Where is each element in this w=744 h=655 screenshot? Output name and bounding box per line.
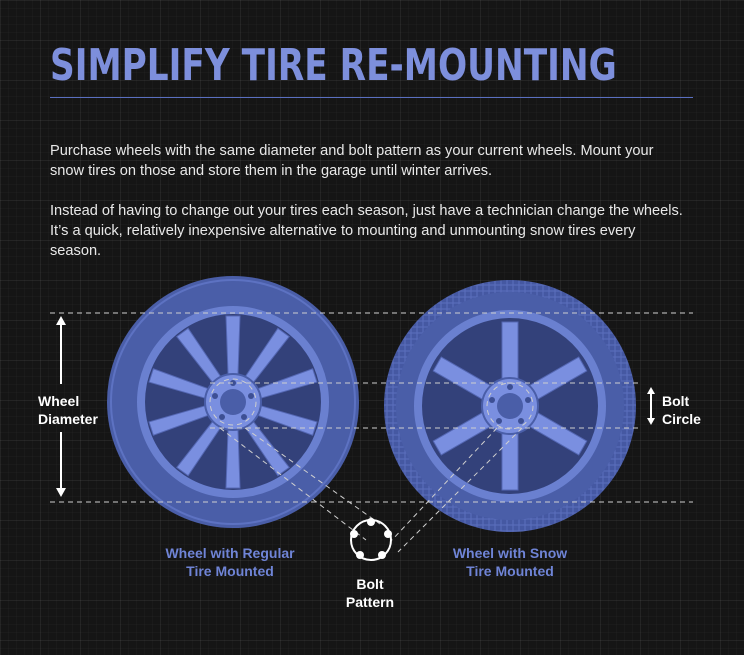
detail-paragraph: Instead of having to change out your tir… xyxy=(50,203,683,259)
page-title: SIMPLIFY TIRE RE-MOUNTING xyxy=(50,40,617,91)
title-divider xyxy=(50,97,693,98)
diameter-arrow-icon xyxy=(56,316,66,497)
snow-wheel-caption: Wheel with Snow Tire Mounted xyxy=(452,545,568,579)
bolt-circle-label: Bolt Circle xyxy=(662,393,701,427)
guide-lines xyxy=(50,312,693,553)
regular-tire-wheel xyxy=(107,276,359,528)
bolt-circle-arrow-icon xyxy=(647,387,655,425)
wheel-diameter-label: Wheel Diameter xyxy=(38,393,98,427)
snow-tire-wheel xyxy=(384,280,636,532)
bolt-pattern-label: Bolt Pattern xyxy=(345,576,395,610)
intro-paragraph: Purchase wheels with the same diameter a… xyxy=(50,143,654,179)
bolt-pattern-icon xyxy=(350,518,392,561)
regular-wheel-caption: Wheel with Regular Tire Mounted xyxy=(165,545,295,579)
